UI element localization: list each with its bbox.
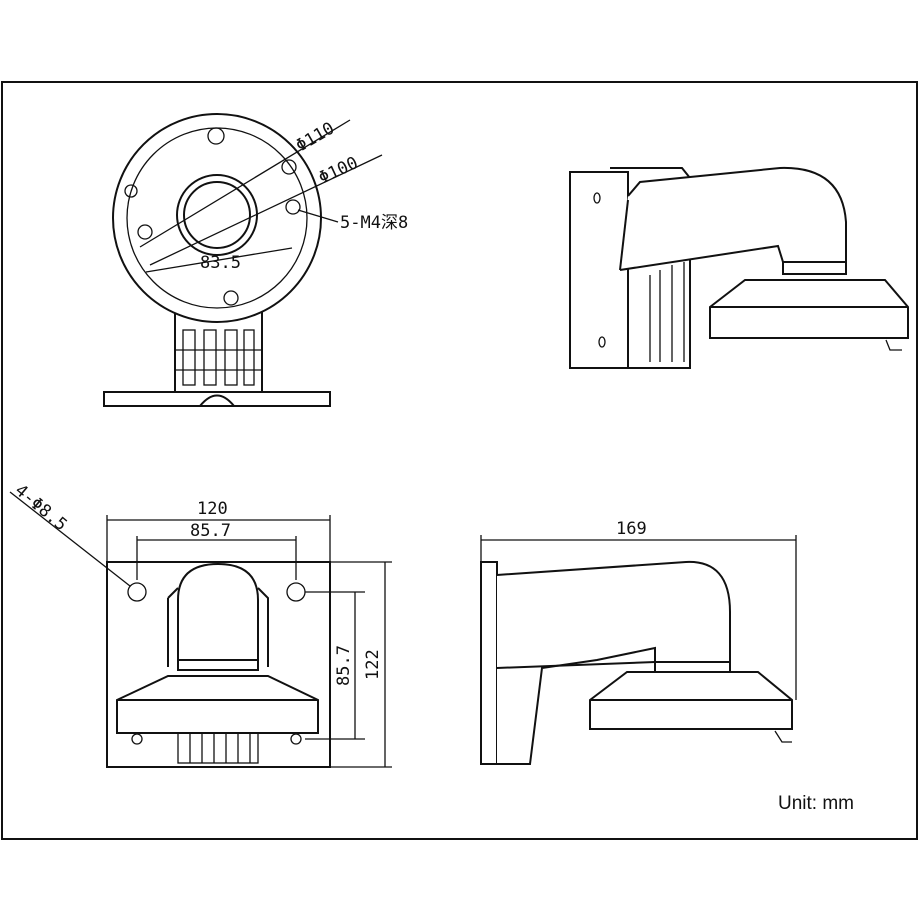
- side-view: 169: [480, 519, 797, 765]
- front-view: 120 85.7 85.7 122 4-Φ8.5: [9, 481, 392, 768]
- iso-view: [569, 166, 909, 369]
- unit-label: Unit: mm: [778, 793, 854, 814]
- top-view: Φ110 Φ100 5-M4深8 83.5: [103, 113, 408, 407]
- dim-hole-height: 85.7: [334, 645, 354, 686]
- dim-hole-spec-front: 4-Φ8.5: [11, 481, 71, 536]
- dim-hole-width: 85.7: [190, 521, 231, 541]
- dim-dia-outer: Φ110: [293, 119, 338, 157]
- dim-hole-span: 83.5: [200, 253, 241, 273]
- dim-height: 122: [363, 649, 383, 680]
- dim-depth: 169: [616, 519, 647, 539]
- dim-hole-spec-top: 5-M4深8: [340, 213, 408, 233]
- drawing-frame: [1, 81, 918, 840]
- dim-width: 120: [197, 499, 228, 519]
- dim-dia-inner: Φ100: [316, 153, 362, 188]
